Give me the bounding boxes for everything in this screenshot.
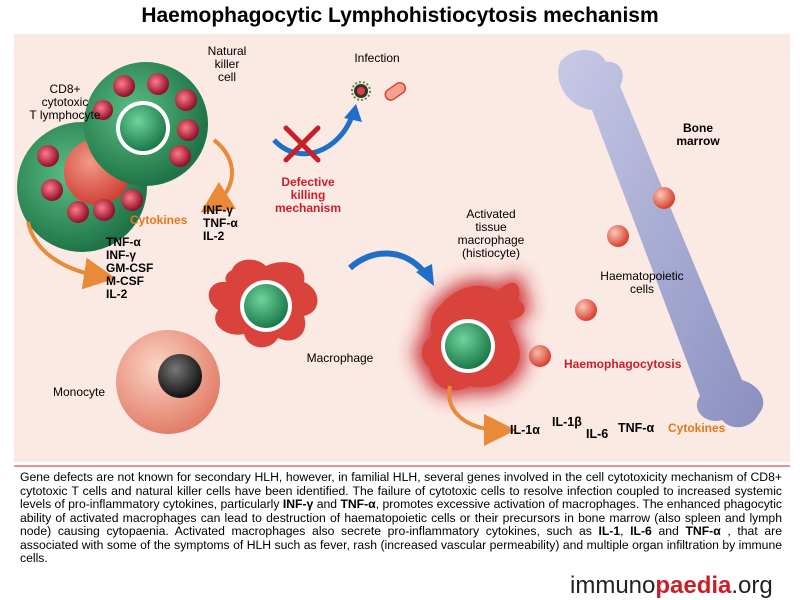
haematopoietic-cell [607, 225, 629, 247]
haemophagocytosis-label: Haemophagocytosis [564, 357, 682, 371]
cytokine-arrow-nk [200, 138, 237, 213]
haematopoietic-cell [575, 299, 597, 321]
tnfa-label: TNF-α [618, 421, 655, 435]
haematopoietic-cell [653, 187, 675, 209]
diagram-title: Haemophagocytic Lymphohistiocytosis mech… [141, 4, 659, 27]
il6-label: IL-6 [586, 427, 609, 441]
infection-label: Infection [354, 51, 400, 65]
cytokines-right-label: Cytokines [668, 421, 726, 435]
macrophage-label: Macrophage [306, 351, 374, 365]
il1a-label: IL-1α [510, 423, 540, 437]
cytotoxic-granules [93, 73, 199, 167]
activated-macrophage-cell [414, 274, 532, 398]
killing-arrow [272, 115, 355, 157]
defective-cross-icon [283, 125, 321, 163]
cytokines-left-label: Cytokines [130, 213, 188, 227]
activation-arrow [347, 250, 427, 275]
natural-killer-cell [84, 62, 208, 186]
cytotoxic-granules [37, 145, 143, 223]
immunopaedia-logo[interactable]: immunopaedia.org [570, 572, 773, 599]
macrophage-cell [208, 259, 318, 348]
cytokine-arrow-t [26, 221, 116, 290]
virus-icon [351, 81, 371, 101]
bone-icon [558, 49, 764, 428]
hlh-diagram [14, 34, 790, 467]
haematopoietic-cell [529, 345, 551, 367]
monocyte-label: Monocyte [52, 385, 106, 399]
monocyte-cell [116, 330, 220, 434]
il1b-label: IL-1β [552, 415, 582, 429]
bacterium-icon [384, 82, 407, 101]
description-text: Gene defects are not known for secondary… [20, 470, 782, 565]
cytokine-arrow-activated [447, 385, 516, 446]
